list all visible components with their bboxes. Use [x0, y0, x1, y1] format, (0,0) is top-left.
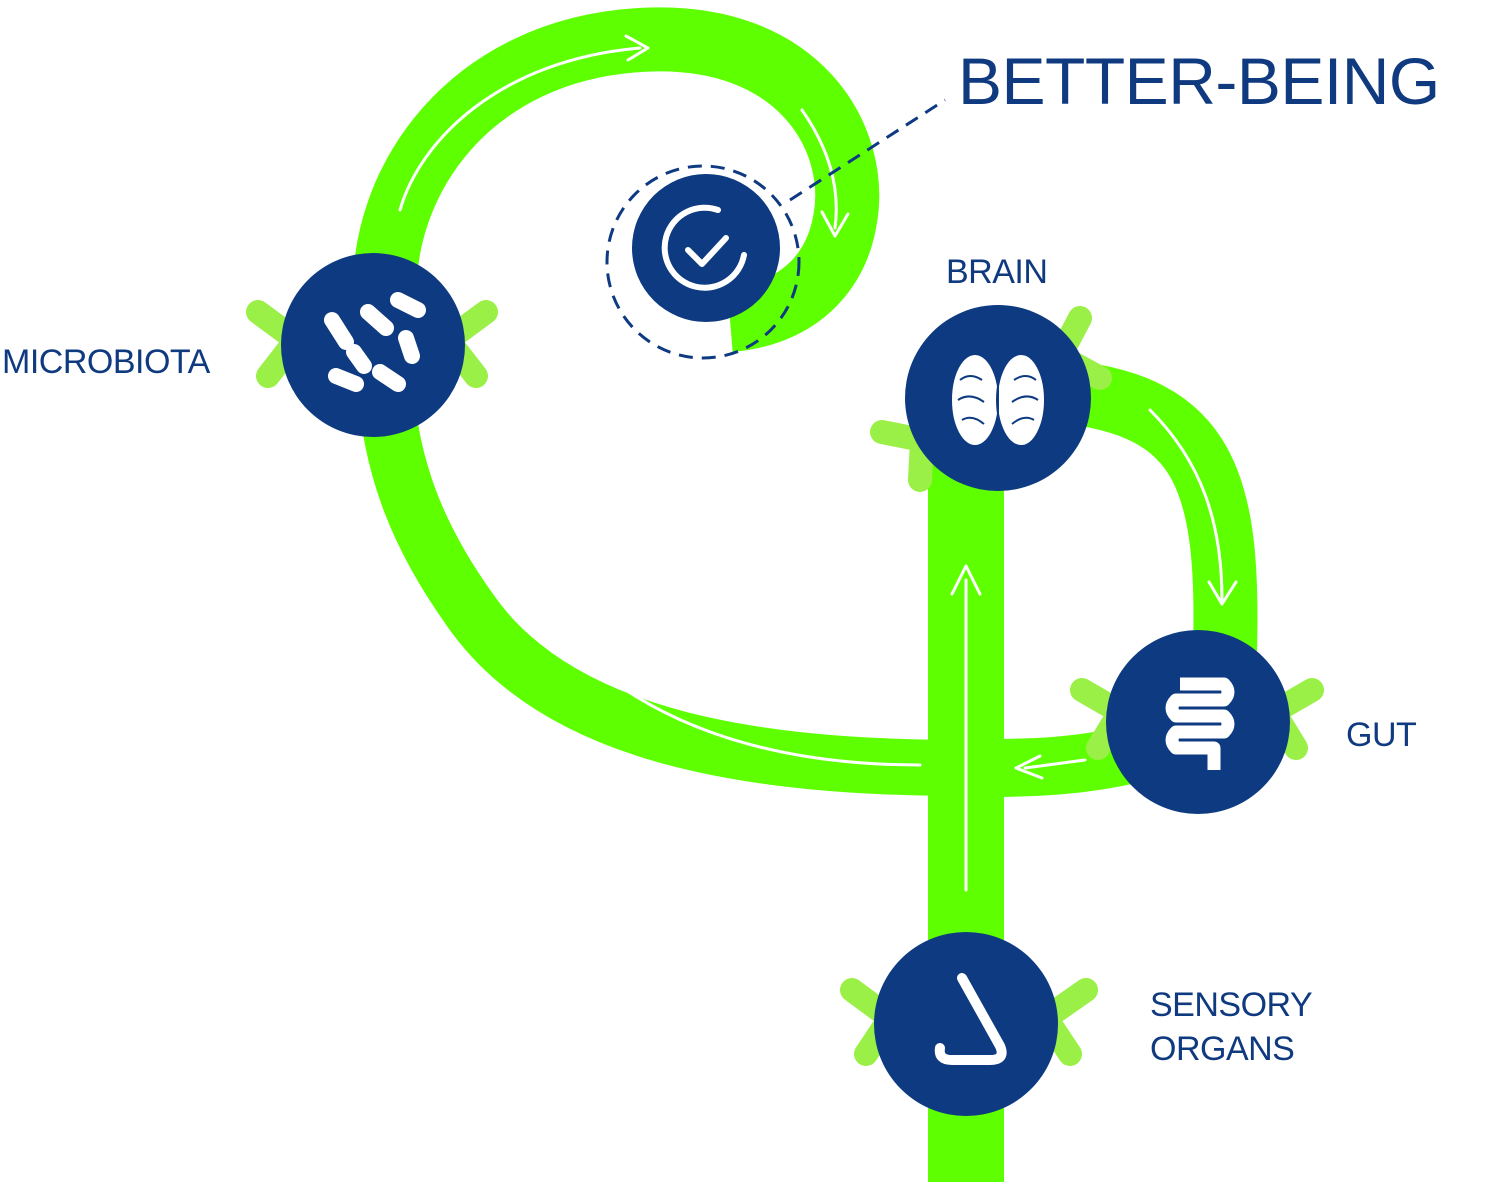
- bacteria-icon: [324, 292, 426, 392]
- arrow-spiral-down: [800, 108, 838, 230]
- nose-icon: [934, 973, 1007, 1065]
- check-circle-icon: [661, 204, 747, 291]
- microbiota-circle: [281, 253, 465, 437]
- sensory-circle: [874, 932, 1058, 1116]
- arrow-junction-micro: [528, 598, 922, 767]
- gut-label: GUT: [1346, 716, 1417, 754]
- better-being-title: BETTER-BEING: [958, 44, 1440, 118]
- arrow-spiral-down-head: [820, 210, 850, 238]
- better-being-dashed-ring: [605, 164, 801, 360]
- arrow-micro-up: [398, 46, 642, 212]
- better-being-circle: [632, 174, 780, 322]
- brain-to-gut-path: [1042, 358, 1258, 651]
- direction-arrows: [398, 34, 1238, 892]
- arrow-micro-up-head: [624, 34, 650, 62]
- intestine-icon: [1165, 677, 1235, 770]
- flow-paths: [352, 7, 1258, 1182]
- arrow-gut-junction-head: [1014, 754, 1044, 780]
- brain-icon: [950, 353, 1046, 447]
- microbiota-node: [281, 253, 465, 437]
- microbiota-label: MICROBIOTA: [2, 343, 210, 381]
- gut-node: [1106, 630, 1290, 814]
- arrow-brain-gut-head: [1207, 580, 1238, 606]
- better-being-node: [605, 98, 946, 360]
- microbiota-to-spiral-path: [352, 7, 880, 352]
- sensory-label-line1: SENSORY: [1150, 986, 1313, 1024]
- sensory-node: [874, 932, 1058, 1116]
- arrow-gut-junction: [1023, 758, 1087, 770]
- sensory-organs-label: SENSORY ORGANS: [1150, 983, 1313, 1071]
- junction-to-microbiota-path: [357, 378, 967, 796]
- arrow-junction-micro-head: [513, 588, 547, 612]
- arrow-trunk-up-head: [950, 564, 982, 596]
- sensory-label-line2: ORGANS: [1150, 1030, 1295, 1068]
- brain-node: [905, 305, 1091, 491]
- arrow-brain-gut: [1148, 408, 1224, 602]
- brain-label: BRAIN: [946, 253, 1048, 291]
- better-being-leader-line: [789, 98, 946, 202]
